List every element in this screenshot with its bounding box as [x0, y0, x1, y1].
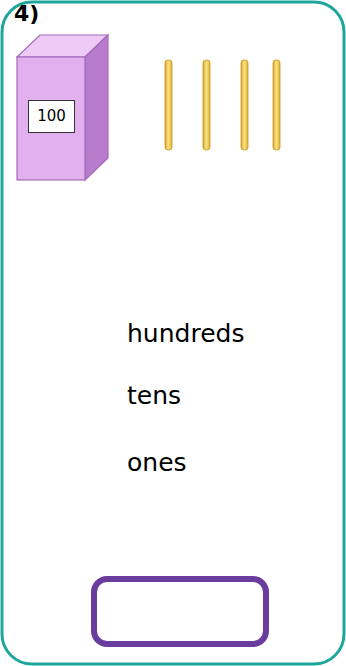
place-name: ones — [127, 448, 187, 478]
ten-rod — [165, 60, 172, 150]
cube-side-face — [85, 35, 108, 180]
place-name: hundreds — [127, 319, 244, 349]
ten-rods — [165, 60, 280, 150]
value-tag: 100 — [28, 100, 75, 133]
ten-rod — [241, 60, 248, 150]
place-name: tens — [127, 381, 181, 411]
cube-front-face — [17, 57, 85, 180]
hundred-block — [17, 35, 108, 180]
answer-box — [94, 579, 266, 644]
ten-rod — [273, 60, 280, 150]
ten-rod — [203, 60, 210, 150]
question-number: 4) — [14, 1, 39, 27]
value-label: 100 — [37, 108, 66, 125]
